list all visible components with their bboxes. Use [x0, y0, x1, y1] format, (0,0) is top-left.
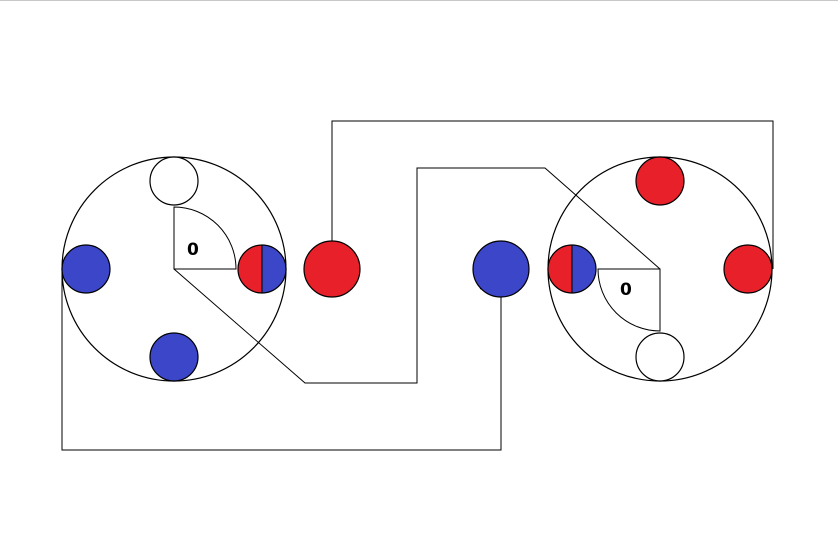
left-pin-south-blue[interactable]: [149, 332, 199, 382]
wire-left-pin-to-blue-pin: [61, 269, 502, 451]
left-pin-east-split[interactable]: [237, 244, 287, 294]
right-pin-south-white[interactable]: [635, 332, 685, 382]
left-pin-east-blue-half: [262, 245, 286, 293]
right-angle-sector: [597, 268, 661, 332]
right-angle-label: 0: [620, 280, 632, 300]
top-border: [0, 0, 838, 1]
left-angle-sector: [173, 206, 237, 270]
right-pin-west-blue-half: [572, 245, 596, 293]
wire-red-pin-to-right-rotor: [331, 120, 774, 269]
right-pin-west-split[interactable]: [547, 244, 597, 294]
right-rotor: 0: [547, 156, 773, 382]
left-pin-east-red-half: [238, 245, 262, 293]
wire-left-center-to-right-center: [173, 167, 661, 384]
left-rotor: 0: [61, 156, 287, 382]
left-angle-label: 0: [187, 240, 199, 260]
loose-pin-blue[interactable]: [472, 240, 530, 298]
right-pin-top-red[interactable]: [635, 156, 685, 206]
right-pin-east-red[interactable]: [723, 244, 773, 294]
right-pin-west-red-half: [548, 245, 572, 293]
loose-pin-red[interactable]: [303, 240, 361, 298]
left-pin-top-white[interactable]: [149, 156, 199, 206]
left-pin-west-blue[interactable]: [61, 244, 111, 294]
